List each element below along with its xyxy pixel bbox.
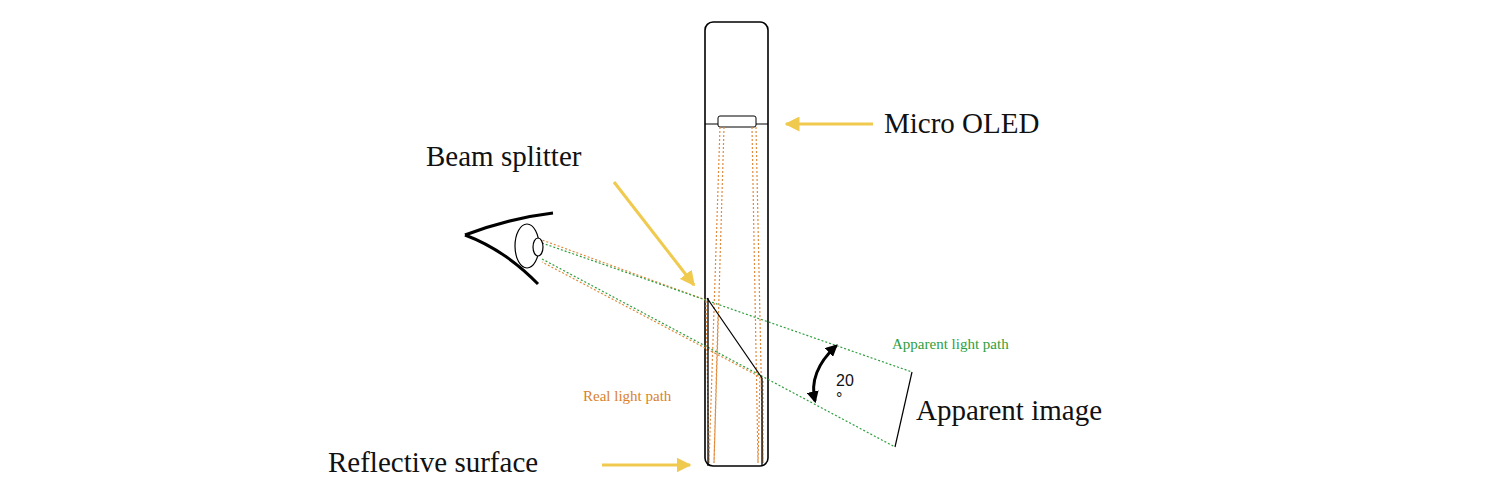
angle-arc [814, 346, 836, 401]
part-label: Micro OLED [884, 107, 1039, 140]
micro-oled [718, 116, 756, 127]
part-label: Apparent image [916, 394, 1102, 427]
beam-splitter [707, 298, 762, 466]
angle-value: 20 ° [836, 372, 858, 409]
apparent-light-path [542, 243, 912, 447]
leader-arrows [602, 124, 873, 465]
real-light-path [542, 127, 763, 463]
device-housing [705, 22, 768, 466]
path-label: Apparent light path [892, 336, 1009, 353]
apparent-image [895, 372, 912, 447]
eye [465, 213, 553, 284]
part-label: Beam splitter [426, 140, 581, 173]
part-label: Reflective surface [328, 446, 538, 479]
path-label: Real light path [583, 388, 671, 405]
